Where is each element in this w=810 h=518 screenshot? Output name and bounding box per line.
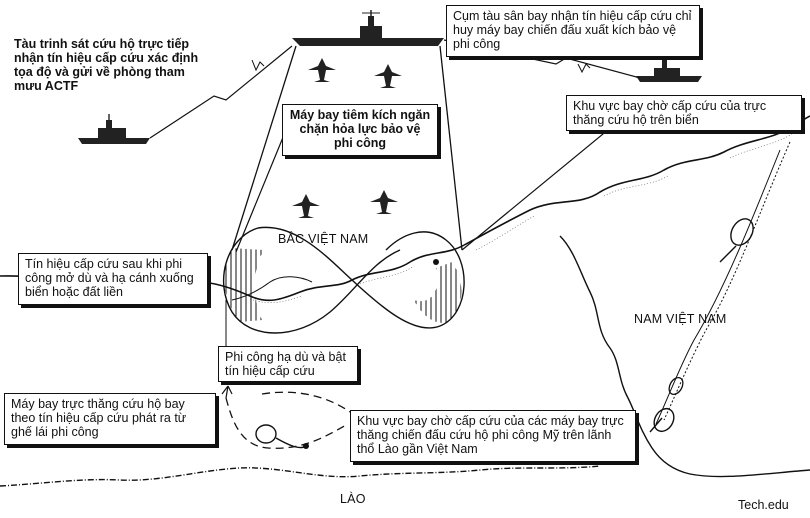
signal-mark-1 bbox=[251, 59, 265, 72]
heli-path-right-2 bbox=[655, 149, 781, 425]
distress-signal-box: Tín hiệu cấp cứu sau khi phi công mở dù … bbox=[18, 253, 208, 305]
rescue-heli-path-2 bbox=[261, 391, 351, 413]
patrol-loop-right bbox=[257, 226, 465, 329]
helicopter-loop-3 bbox=[649, 407, 675, 433]
signal-mark-2 bbox=[577, 63, 591, 74]
signal-line-left bbox=[235, 129, 287, 253]
laos-border bbox=[0, 465, 601, 487]
signal-line-recon bbox=[149, 45, 293, 139]
helicopter-loop-1 bbox=[719, 218, 754, 263]
rescue-ship bbox=[636, 54, 702, 82]
region-north-vietnam: BẮC VIỆT NAM bbox=[278, 232, 369, 246]
pilot-parachute-box: Phi công hạ dù và bật tín hiệu cấp cứu bbox=[218, 346, 358, 382]
carrier-group-box: Cụm tàu sân bay nhận tín hiệu cấp cứu ch… bbox=[446, 5, 700, 57]
fighter-jet bbox=[308, 58, 336, 82]
laos-heli-zone-box: Khu vực bay chờ cấp cứu của các máy bay … bbox=[350, 410, 636, 462]
interceptors-box: Máy bay tiêm kích ngăn chặn hỏa lực bảo … bbox=[282, 104, 438, 156]
recon-ship bbox=[78, 114, 150, 144]
helicopter-loop-2 bbox=[668, 376, 684, 396]
credit-text: Tech.edu bbox=[738, 498, 789, 512]
south-coast bbox=[559, 235, 810, 478]
fighter-jet bbox=[292, 194, 320, 218]
hatch-left bbox=[224, 248, 264, 322]
recon-ship-label: Tàu trinh sát cứu hộ trực tiếp nhận tín … bbox=[14, 37, 199, 93]
signal-line-sea bbox=[461, 119, 621, 251]
arrow-up bbox=[221, 385, 233, 399]
carrier-cone bbox=[231, 45, 463, 251]
fighter-jet bbox=[370, 190, 398, 214]
region-laos: LÀO bbox=[340, 492, 366, 506]
aircraft-carrier bbox=[292, 10, 444, 46]
coastline bbox=[0, 115, 810, 302]
rescue-heli-path bbox=[225, 397, 349, 449]
hatch-right bbox=[414, 262, 462, 323]
heli-path-right bbox=[663, 141, 791, 421]
region-south-vietnam: NAM VIỆT NAM bbox=[634, 312, 727, 326]
helicopter-loop-laos bbox=[255, 424, 309, 449]
fighter-jet bbox=[374, 64, 402, 88]
rescue-heli-box: Máy bay trực thăng cứu hộ bay theo tín h… bbox=[4, 393, 216, 445]
coast-shading bbox=[249, 133, 793, 304]
sea-heli-zone-box: Khu vực bay chờ cấp cứu của trực thăng c… bbox=[566, 95, 802, 131]
dot-marker bbox=[433, 259, 439, 265]
